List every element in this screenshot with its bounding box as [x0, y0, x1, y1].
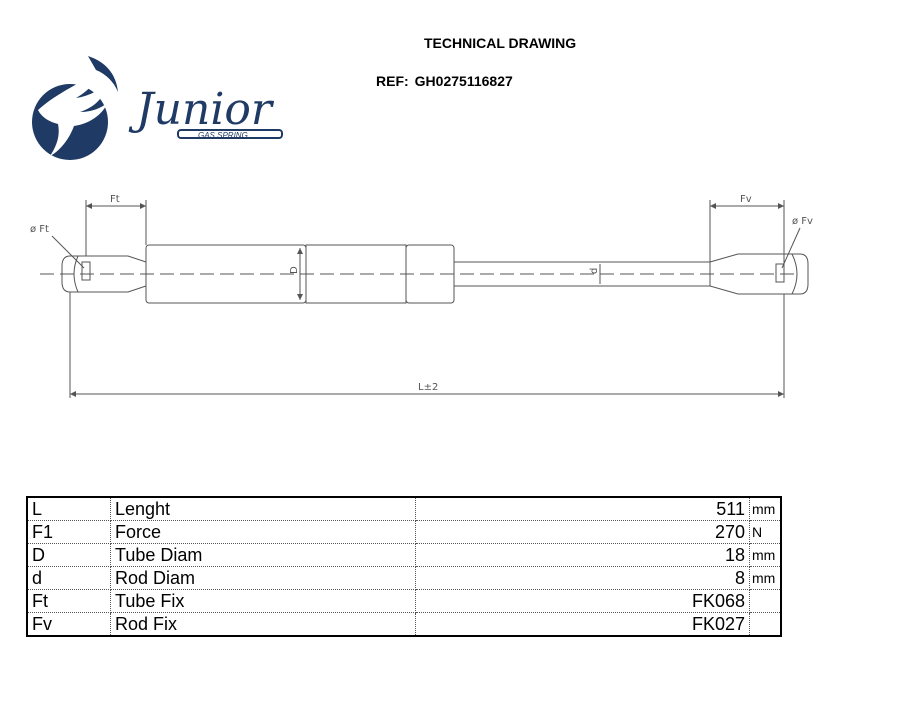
spec-unit: mm	[749, 566, 782, 590]
spec-label: Tube Diam	[110, 543, 416, 567]
length-dimension-label: L±2	[418, 382, 438, 393]
ft-dimension-label: Ft	[110, 194, 120, 205]
spec-symbol: d	[26, 566, 111, 590]
wing-emblem-icon	[32, 56, 118, 160]
spec-symbol: Ft	[26, 589, 111, 613]
spec-label: Rod Diam	[110, 566, 416, 590]
rod-fitting-shape	[709, 253, 809, 295]
phi-ft-label: ø Ft	[30, 224, 49, 235]
spec-unit: mm	[749, 496, 782, 521]
fv-dimension-label: Fv	[740, 194, 752, 205]
tube-diameter-label: D	[289, 266, 300, 274]
junior-logo: Junior GAS SPRING	[32, 56, 283, 160]
spec-unit: N	[749, 520, 782, 544]
table-row: d Rod Diam 8 mm	[26, 566, 782, 590]
spec-symbol: F1	[26, 520, 111, 544]
spec-label: Tube Fix	[110, 589, 416, 613]
spec-value: FK068	[415, 589, 750, 613]
spec-table: L Lenght 511 mm F1 Force 270 N D Tube Di…	[26, 496, 782, 637]
spec-value: 8	[415, 566, 750, 590]
spec-unit	[749, 612, 782, 637]
table-row: F1 Force 270 N	[26, 520, 782, 544]
spec-label: Force	[110, 520, 416, 544]
spec-unit: mm	[749, 543, 782, 567]
page-title: TECHNICAL DRAWING	[424, 35, 577, 51]
ref-value: GH0275116827	[414, 73, 513, 89]
spec-symbol: L	[26, 496, 111, 521]
spec-label: Rod Fix	[110, 612, 416, 637]
logo-tagline: GAS SPRING	[198, 131, 248, 140]
table-row: D Tube Diam 18 mm	[26, 543, 782, 567]
logo-rod-shape	[177, 129, 283, 139]
phi-fv-label: ø Fv	[792, 216, 813, 227]
spec-symbol: D	[26, 543, 111, 567]
logo-brand-text: Junior	[128, 84, 275, 135]
ref-label: REF:	[376, 73, 409, 89]
table-row: L Lenght 511 mm	[26, 496, 782, 521]
rod-diameter-label: d	[589, 268, 600, 274]
spec-value: 270	[415, 520, 750, 544]
spec-value: 511	[415, 496, 750, 521]
spec-symbol: Fv	[26, 612, 111, 637]
spec-value: FK027	[415, 612, 750, 637]
table-row: Fv Rod Fix FK027	[26, 612, 782, 637]
spec-value: 18	[415, 543, 750, 567]
tube-fitting-shape	[61, 255, 147, 293]
spec-unit	[749, 589, 782, 613]
reference-line: REF: GH0275116827	[376, 73, 513, 89]
table-row: Ft Tube Fix FK068	[26, 589, 782, 613]
gas-spring-drawing: Ft Fv ø Ft ø Fv D d L±2	[30, 194, 813, 398]
spec-label: Lenght	[110, 496, 416, 521]
